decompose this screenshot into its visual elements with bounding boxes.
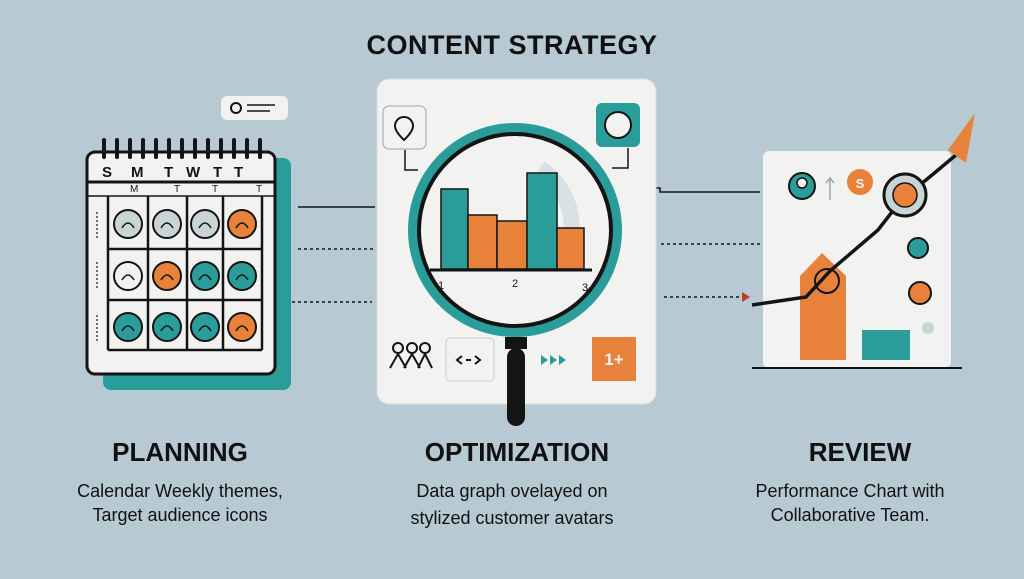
avatar-icon bbox=[907, 237, 929, 259]
chart-bar bbox=[526, 172, 558, 270]
planning-desc-2: Target audience icons bbox=[92, 505, 268, 525]
avatar-icon bbox=[152, 209, 182, 239]
chart-bar bbox=[496, 220, 528, 270]
badge-text: 1+ bbox=[604, 350, 623, 369]
optimization-heading: OPTIMIZATION bbox=[424, 437, 610, 467]
optimization-desc-2: stylized customer avatars bbox=[410, 508, 614, 528]
avatar-icon bbox=[113, 261, 143, 291]
review-panel: S bbox=[751, 113, 975, 369]
review-desc-1: Performance Chart with bbox=[755, 481, 945, 501]
axis-label: 2 bbox=[512, 278, 518, 290]
trend-arrow-icon bbox=[948, 113, 975, 163]
avatar-icon bbox=[113, 312, 143, 342]
tag-label bbox=[221, 96, 288, 120]
chart-bar bbox=[556, 227, 585, 270]
weekday-label: T bbox=[213, 164, 222, 181]
fast-forward-icon bbox=[541, 355, 566, 365]
chart-bar bbox=[440, 188, 469, 270]
calendar: S M T W T T M T T T bbox=[85, 138, 291, 390]
subday-label: T bbox=[174, 184, 180, 195]
team-icon bbox=[389, 342, 433, 369]
avatar-icon bbox=[908, 281, 932, 305]
audience-icons bbox=[113, 209, 257, 342]
avatar-icon bbox=[190, 209, 220, 239]
badge-text: S bbox=[856, 176, 865, 191]
avatar-icon bbox=[227, 312, 257, 342]
avatar-icon bbox=[190, 261, 220, 291]
page-title: CONTENT STRATEGY bbox=[366, 30, 658, 60]
review-heading: REVIEW bbox=[808, 437, 912, 467]
trend-line bbox=[751, 148, 964, 307]
axis-label: 1 bbox=[438, 280, 444, 292]
weekday-label: M bbox=[131, 164, 144, 181]
axis-label: 3 bbox=[582, 282, 588, 294]
data-graph bbox=[440, 172, 585, 270]
avatar-icon bbox=[227, 261, 257, 291]
weekday-label: T bbox=[234, 164, 243, 181]
chart-bar bbox=[800, 253, 846, 360]
avatar-icon bbox=[113, 209, 143, 239]
planning-heading: PLANNING bbox=[112, 437, 248, 467]
key-icon bbox=[814, 268, 840, 294]
optimization-desc-1: Data graph ovelayed on bbox=[416, 481, 608, 501]
calendar-rings bbox=[102, 138, 262, 159]
location-pin-icon bbox=[382, 105, 427, 150]
subday-label: T bbox=[212, 184, 218, 195]
chart-bar bbox=[467, 214, 498, 270]
avatar-icon bbox=[227, 209, 257, 239]
badge bbox=[592, 337, 636, 381]
weekday-label: T bbox=[164, 164, 173, 181]
review-desc-2: Collaborative Team. bbox=[770, 505, 930, 525]
weekday-label: W bbox=[186, 164, 201, 181]
subday-label: T bbox=[256, 184, 262, 195]
weekday-label: S bbox=[102, 164, 112, 181]
badge bbox=[847, 169, 873, 195]
optimization-panel: 1 2 3 1+ bbox=[376, 78, 657, 426]
avatar-icon bbox=[152, 261, 182, 291]
planning-desc-1: Calendar Weekly themes, bbox=[77, 481, 283, 501]
avatar-icon bbox=[152, 312, 182, 342]
avatar-icon bbox=[190, 312, 220, 342]
chart-bar bbox=[862, 330, 910, 360]
subday-label: M bbox=[130, 184, 138, 195]
